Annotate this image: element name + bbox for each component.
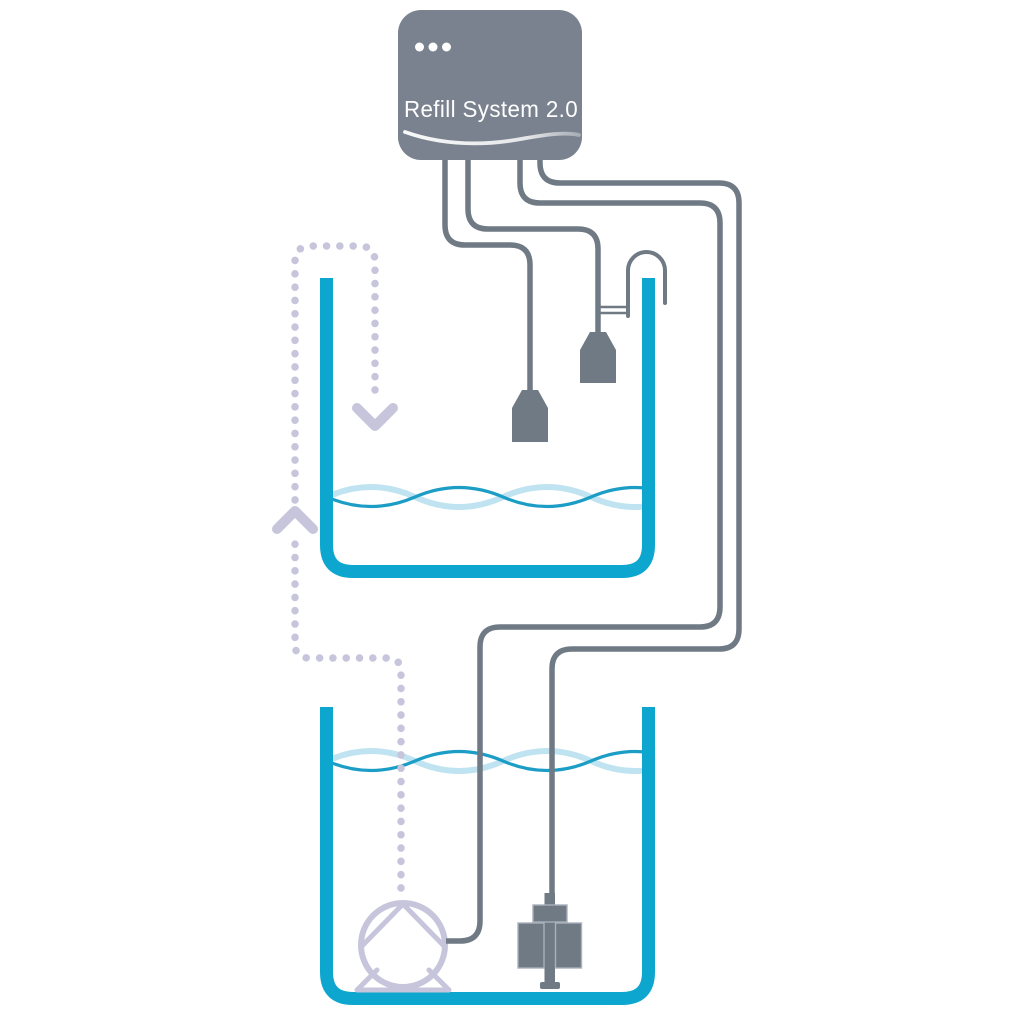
float-switch-foot (540, 982, 560, 989)
flow-dots-inlet-leg (291, 242, 379, 504)
sensor-cable-low (442, 150, 533, 391)
float-left (517, 922, 545, 969)
reservoir-tank (320, 707, 655, 1005)
sensor-cable-high (465, 150, 601, 333)
refill-pump (354, 900, 452, 993)
reservoir-float-switch (517, 893, 583, 989)
pump-body (358, 900, 448, 990)
status-led-2 (428, 42, 438, 52)
aquarium-water-surface (333, 484, 642, 510)
float-switch-head (532, 904, 568, 923)
refill-controller-unit: Refill System 2.0 (398, 10, 582, 160)
wave-dark (333, 749, 642, 773)
wave-dark (333, 485, 642, 509)
water-level-sensor-high (580, 332, 616, 383)
controller-label: Refill System 2.0 (404, 96, 578, 122)
rim-mounting-hook (626, 250, 667, 318)
aquarium-tank (320, 278, 655, 578)
controller-cables (442, 150, 742, 944)
water-flow-dotted-path (272, 242, 405, 892)
water-level-sensor-low (512, 390, 548, 442)
flow-arrow-down-icon (352, 403, 398, 431)
reservoir-water-surface (333, 748, 642, 774)
sensor-clamp (598, 305, 628, 315)
float-right (554, 922, 583, 969)
pump-impeller (359, 901, 447, 949)
flow-arrow-up-icon (272, 506, 318, 534)
float-switch-cable (537, 150, 742, 896)
pump-power-cable (446, 150, 723, 944)
float-switch-rod (544, 893, 555, 986)
status-led-1 (415, 42, 424, 52)
flow-dots-return-leg (291, 534, 405, 892)
controller-swoosh (403, 130, 581, 146)
status-led-3 (442, 42, 451, 52)
